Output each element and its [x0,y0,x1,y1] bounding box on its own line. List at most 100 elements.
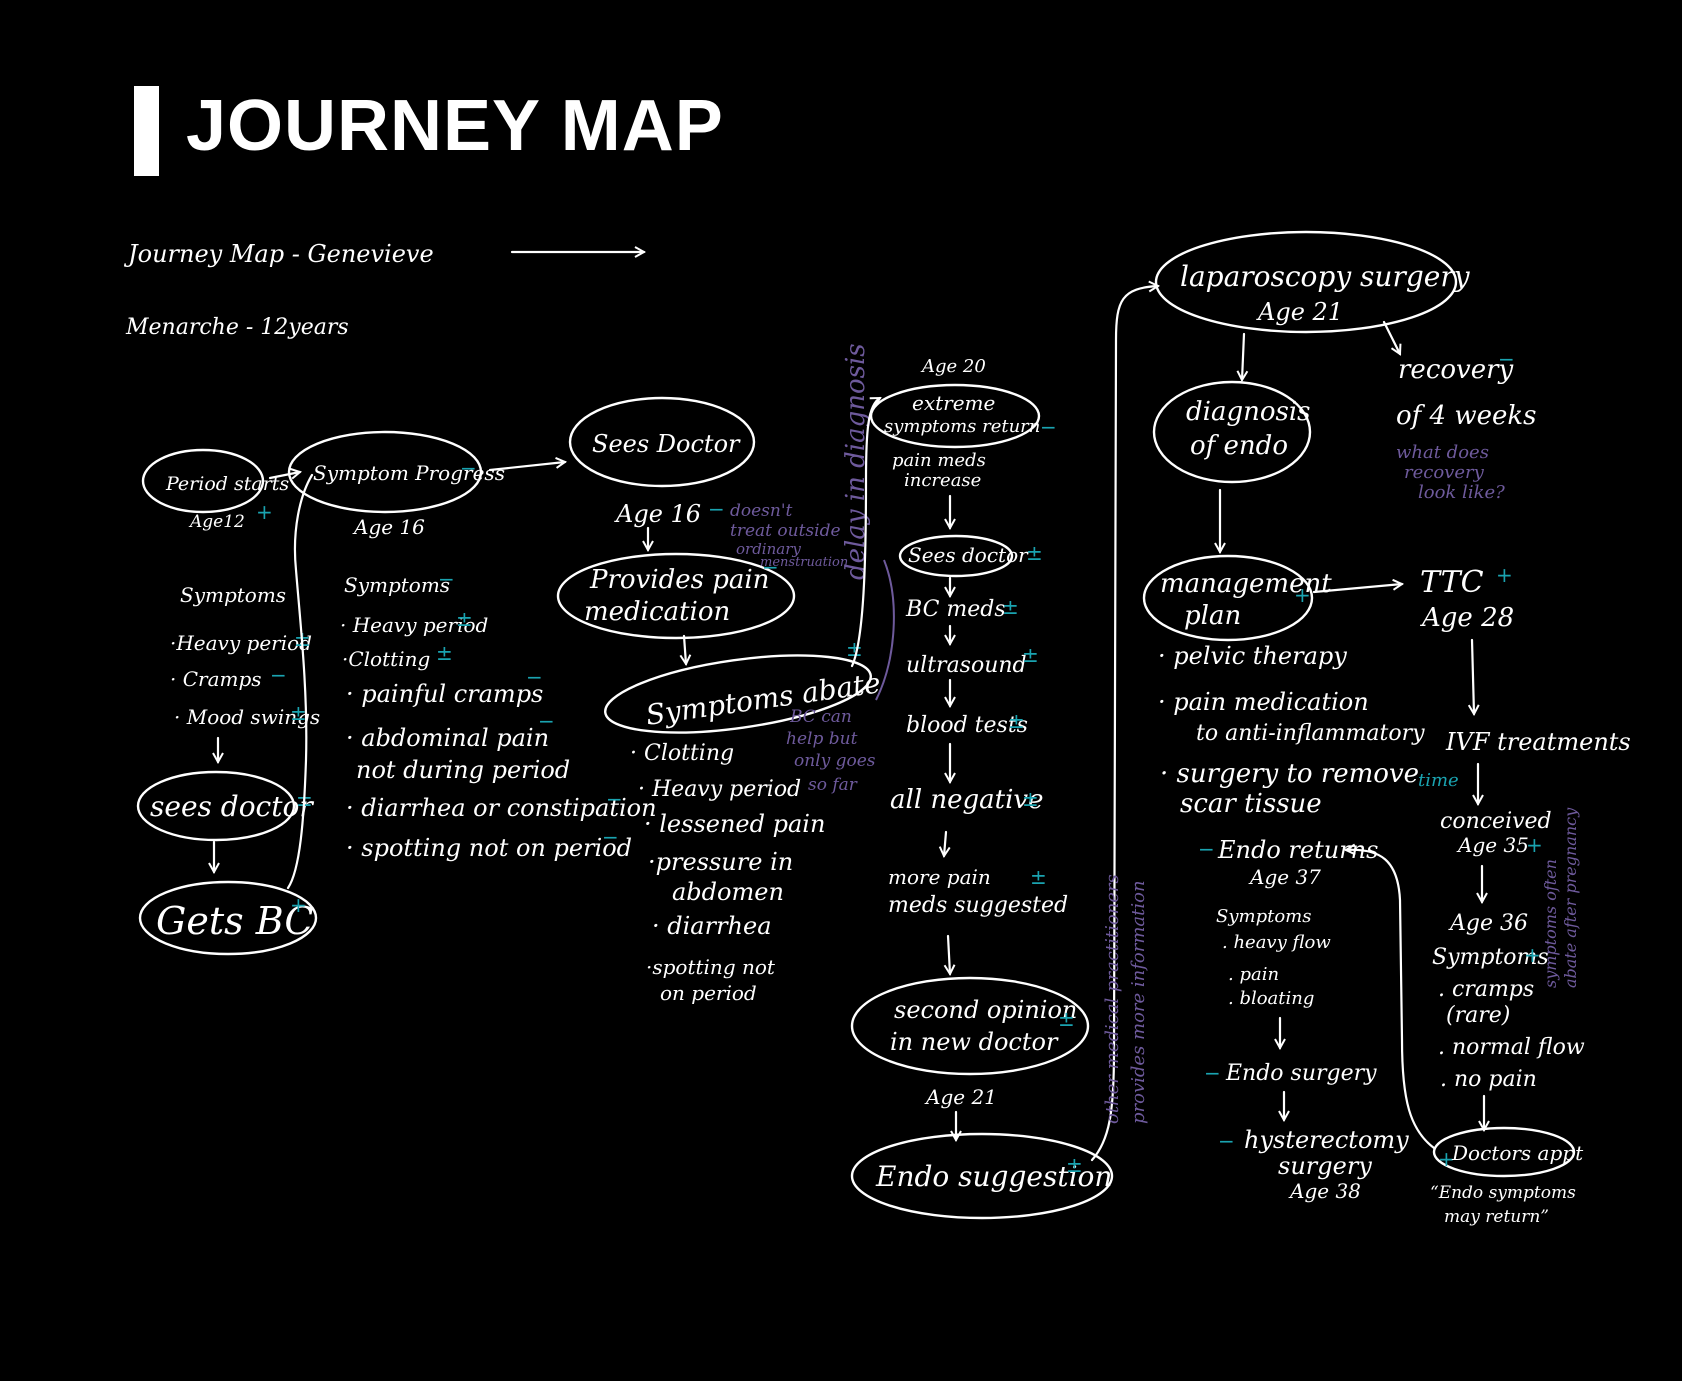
plus-minus-sign: ± [290,701,307,725]
endo-suggestion-label: Endo suggestion [875,1160,1112,1193]
page-title: JOURNEY MAP [186,86,724,166]
connector-line [1090,286,1158,1162]
symptoms1-item: · Cramps [170,667,262,691]
symptoms36-item: . no pain [1440,1067,1537,1092]
conceived-label: conceived [1440,809,1552,834]
all-negative-label: all negative [890,785,1044,815]
plus-sign: + [290,893,307,917]
menarche-label: Menarche - 12years [125,315,349,340]
symptoms1-item: · Mood swings [174,705,320,729]
symptom-progress-label: Symptom Progress [313,461,505,485]
plus-sign: + [256,500,273,524]
arrow [1472,638,1474,714]
symptoms3-item: · Heavy period [638,777,801,802]
symptoms2-item: · spotting not on period [346,834,632,862]
symptoms2-item: not during period [356,756,570,784]
quote-label: may return” [1444,1207,1549,1227]
symptoms3-item: · Clotting [630,741,734,766]
plan-item: to anti-inflammatory [1196,721,1425,746]
recovery-note: what does [1396,442,1489,463]
recovery-note: look like? [1418,482,1505,503]
management-plan-label: plan [1184,601,1241,631]
minus-sign: − [1204,1061,1221,1085]
minus-sign: − [538,709,555,733]
sees-doctor-label: Sees Doctor [592,430,741,458]
symptoms-abate-node [604,654,872,734]
laparoscopy-label: laparoscopy surgery [1180,260,1471,293]
plus-minus-sign: ± [1008,709,1025,733]
doesnt-treat-note: menstruation [760,555,848,570]
provides-pain-node [556,552,796,640]
management-plan-node [1142,554,1314,642]
age21-label: Age 21 [924,1085,997,1109]
sees-doctor-node [136,770,296,842]
symptoms2-item: · abdominal pain [346,724,549,752]
minus-sign: − [1218,1129,1235,1153]
plus-sign: + [1526,833,1543,857]
plus-sign: + [1294,583,1311,607]
period-starts-label: Period starts [165,473,289,495]
symptoms37-item: . bloating [1228,988,1314,1009]
pain-meds-label: increase [904,470,981,491]
pregnancy-note: symptoms often [1541,859,1560,988]
pregnancy-note: abate after pregnancy [1561,807,1580,988]
more-pain-label: more pain [888,865,991,889]
symptoms3-item: · diarrhea [652,912,772,940]
doesnt-treat-note: treat outside [730,521,841,541]
time-note: time [1418,770,1459,791]
diagnosis-label: diagnosis [1186,397,1311,427]
plus-minus-sign: ± [1058,1007,1075,1031]
plan-item: scar tissue [1180,789,1322,819]
quote-label: “Endo symptoms [1430,1183,1576,1203]
hysterectomy-label: surgery [1278,1152,1372,1180]
extreme-symptoms-label: extreme [912,391,995,415]
pain-meds-label: pain meds [892,450,986,471]
symptoms37-item: . pain [1228,964,1279,985]
practitioners-note: provides more information [1128,880,1149,1124]
minus-sign: − [1498,347,1515,371]
arrow [1242,332,1244,380]
age20-label: Age 20 [920,356,986,377]
age28-label: Age 28 [1420,603,1514,633]
plan-item: · surgery to remove [1160,759,1419,789]
sees-doctor-node [568,396,756,488]
symptoms2-item: · Heavy period [340,613,488,637]
more-pain-label: meds suggested [888,893,1068,918]
connector-line [1346,850,1436,1150]
sees-doctor-node [898,534,1014,578]
symptoms36-title: Symptoms [1432,945,1549,970]
minus-sign: − [602,825,619,849]
second-opinion-label: second opinion [894,996,1077,1024]
symptoms36-item: (rare) [1446,1003,1510,1028]
endo-surgery-label: Endo surgery [1225,1061,1377,1086]
age38-label: Age 38 [1288,1179,1361,1203]
practitioners-note: other medical practitioners [1102,874,1123,1124]
symptoms1-title: Symptoms [180,583,286,607]
arrow [948,934,950,974]
arrow [268,472,300,478]
recovery-note: recovery [1404,462,1485,483]
plus-minus-sign: ± [1022,787,1039,811]
age36-label: Age 36 [1448,911,1528,936]
plus-minus-sign: ± [456,607,473,631]
bc-meds-label: BC meds [905,597,1006,622]
endo-suggestion-node [850,1132,1114,1220]
diagnosis-node [1152,380,1312,484]
age37-label: Age 37 [1248,865,1321,889]
bc-help-note: only goes [794,751,876,771]
hysterectomy-label: hysterectomy [1244,1126,1409,1154]
second-opinion-node [850,976,1090,1076]
symptoms37-item: . heavy flow [1222,932,1331,953]
plus-sign: + [1496,563,1513,587]
arrow [1312,584,1402,594]
symptoms3-item: · lessened pain [644,810,825,838]
symptoms3-item: on period [660,981,757,1005]
arrow [488,462,565,472]
bc-help-note: so far [808,775,858,795]
minus-sign: − [1198,837,1215,861]
symptoms36-item: . cramps [1438,977,1534,1002]
minus-sign: − [438,567,455,591]
minus-sign: − [270,663,287,687]
age35-label: Age 35 [1456,833,1529,857]
